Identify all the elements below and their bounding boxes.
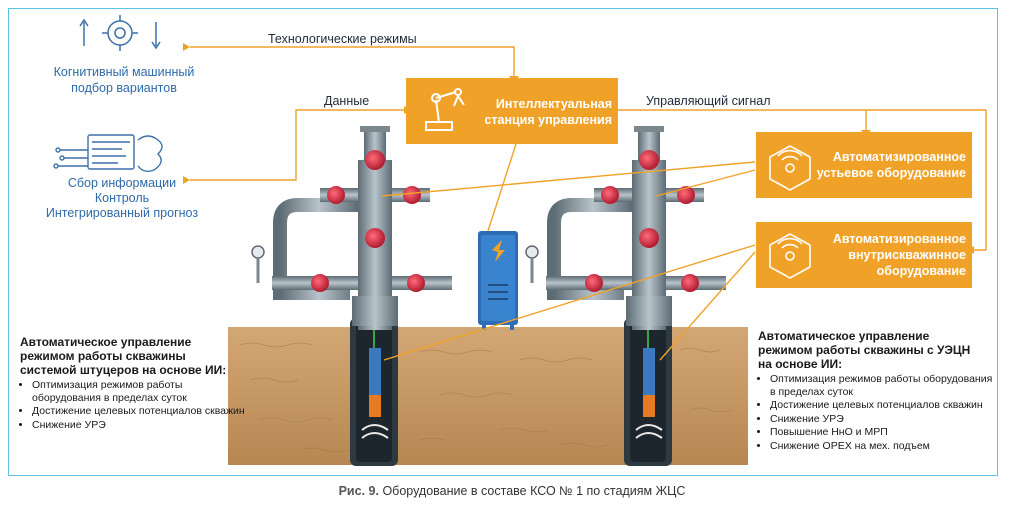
- wellhead-line-1: Автоматизированное: [832, 150, 966, 164]
- left-panel-list: Оптимизация режимов работы оборудования …: [20, 379, 250, 431]
- left-panel-title: Автоматическое управление режимом работы…: [20, 335, 250, 377]
- list-item: Повышение НнО и МРП: [770, 426, 994, 439]
- list-item: Достижение целевых потенциалов скважин: [770, 399, 994, 412]
- left-title-line-1: Автоматическое управление: [20, 335, 192, 349]
- downhole-label: Автоматизированное внутрискважинное обор…: [816, 231, 966, 279]
- right-title-line-1: Автоматическое управление: [758, 329, 930, 343]
- wellhead-line-2: устьевое оборудование: [816, 166, 966, 180]
- soil-texture: [239, 342, 731, 453]
- label-control-signal: Управляющий сигнал: [646, 94, 771, 108]
- label-data: Данные: [324, 94, 370, 108]
- right-panel-list: Оптимизация режимов работы оборудования …: [758, 373, 994, 452]
- info-line-3: Интегрированный прогноз: [45, 206, 199, 220]
- station-line-1: Интеллектуальная: [495, 97, 612, 111]
- station-label: Интеллектуальная станция управления: [472, 96, 612, 128]
- data-brain-icon: [53, 134, 163, 173]
- right-title-line-2: режимом работы скважины с УЭЦН: [758, 343, 971, 357]
- downhole-line-1: Автоматизированное: [832, 232, 966, 246]
- downhole-line-2: внутрискважинное: [848, 248, 966, 262]
- list-item: Снижение УРЭ: [770, 413, 994, 426]
- left-title-line-3: системой штуцеров на основе ИИ:: [20, 363, 227, 377]
- list-item: Достижение целевых потенциалов скважин: [32, 405, 250, 418]
- left-well: [251, 126, 452, 466]
- cognitive-cycle-icon: [79, 15, 161, 51]
- info-line-2: Контроль: [94, 191, 150, 205]
- list-item: Оптимизация режимов работы оборудования …: [770, 373, 994, 398]
- left-title-line-2: режимом работы скважины: [20, 349, 186, 363]
- figure-frame: [8, 8, 998, 476]
- downhole-hex-icon: [769, 233, 811, 279]
- caption-text: Оборудование в составе КСО № 1 по стадия…: [382, 484, 686, 498]
- station-box: [406, 78, 618, 144]
- station-line-2: станция управления: [484, 113, 612, 127]
- cognitive-block: Когнитивный машинный подбор вариантов: [44, 64, 204, 96]
- info-line-1: Сбор информации: [67, 176, 177, 190]
- cognitive-line-2: подбор вариантов: [71, 81, 177, 95]
- robot-arm-icon: [425, 88, 465, 131]
- info-block: Сбор информации Контроль Интегрированный…: [24, 176, 220, 221]
- list-item: Снижение OPEX на мех. подъем: [770, 440, 994, 453]
- cognitive-line-1: Когнитивный машинный: [53, 65, 195, 79]
- caption-prefix: Рис. 9.: [338, 484, 379, 498]
- right-panel-title: Автоматическое управление режимом работы…: [758, 329, 994, 371]
- figure-caption: Рис. 9. Оборудование в составе КСО № 1 п…: [0, 484, 1024, 498]
- left-info-panel: Автоматическое управление режимом работы…: [20, 335, 250, 432]
- wellhead-hex-icon: [769, 145, 811, 191]
- downhole-line-3: оборудование: [876, 264, 966, 278]
- wellhead-label: Автоматизированное устьевое оборудование: [816, 149, 966, 181]
- right-well: [525, 126, 726, 466]
- right-title-line-3: на основе ИИ:: [758, 357, 843, 371]
- list-item: Оптимизация режимов работы оборудования …: [32, 379, 250, 404]
- label-tech-modes: Технологические режимы: [268, 32, 417, 46]
- control-cabinet: [478, 231, 518, 330]
- list-item: Снижение УРЭ: [32, 419, 250, 432]
- orange-connectors: [190, 46, 987, 361]
- right-info-panel: Автоматическое управление режимом работы…: [758, 329, 994, 453]
